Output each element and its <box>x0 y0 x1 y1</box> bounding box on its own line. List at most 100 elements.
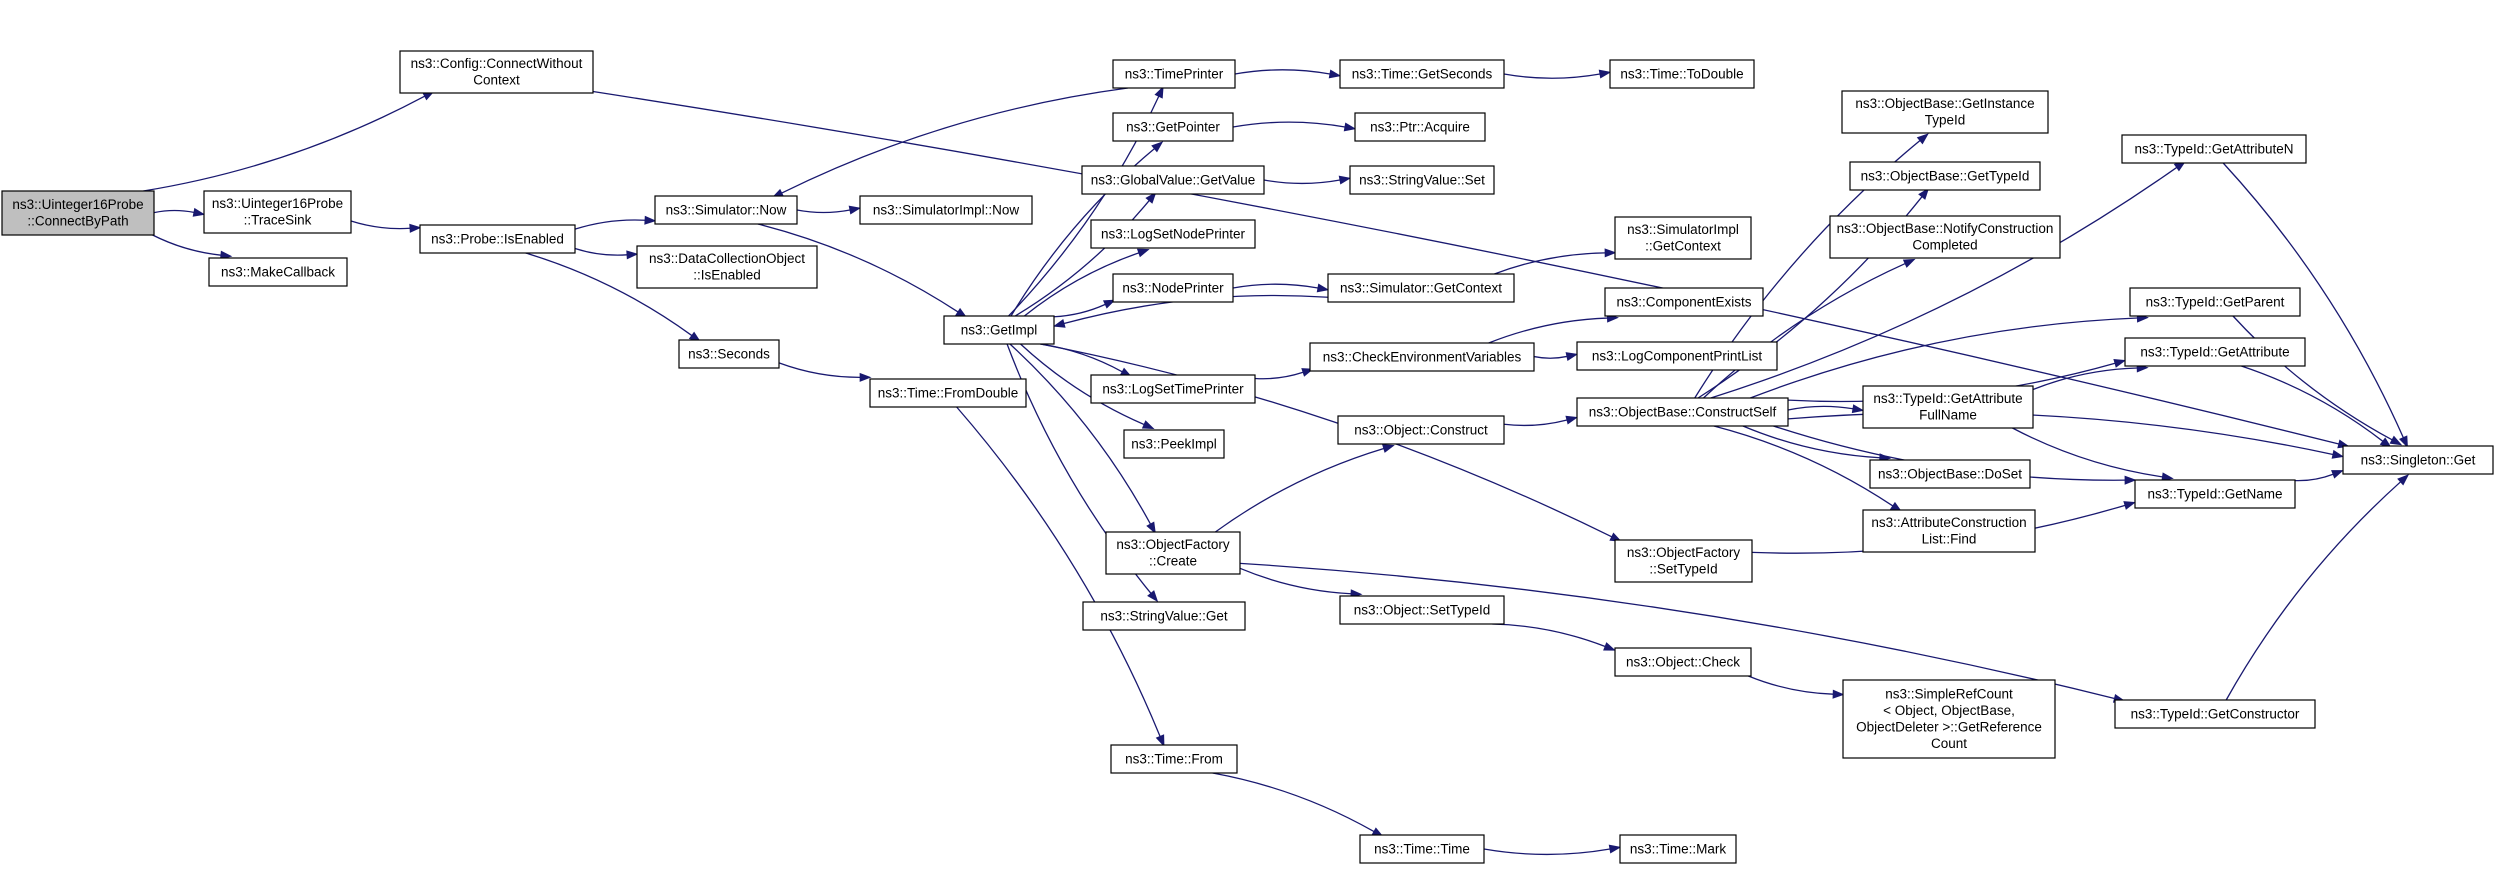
edge-line <box>1748 675 1834 695</box>
call-edge-getimpl-to-peekimpl <box>1020 343 1155 430</box>
arrowhead-icon <box>848 205 862 215</box>
node-logcomponentprintlist[interactable]: ns3::LogComponentPrintList <box>1576 341 1778 371</box>
edge-line <box>1533 355 1568 359</box>
node-simplerefcount[interactable]: ns3::SimpleRefCount< Object, ObjectBase,… <box>1842 679 2056 759</box>
node-singleton-get[interactable]: ns3::Singleton::Get <box>2342 445 2494 475</box>
node-simimplnow[interactable]: ns3::SimulatorImpl::Now <box>859 195 1033 225</box>
node-simnow[interactable]: ns3::Simulator::Now <box>654 195 798 225</box>
call-edge-obj_settypeid-to-obj_check <box>1492 623 1616 651</box>
node-fromdouble[interactable]: ns3::Time::FromDouble <box>869 378 1027 408</box>
node-box <box>1614 647 1752 677</box>
node-peekimpl[interactable]: ns3::PeekImpl <box>1123 429 1225 459</box>
node-box <box>654 195 798 225</box>
arrowhead-icon <box>1154 85 1164 99</box>
edge-line <box>2225 481 2402 701</box>
call-edge-getimpl-to-logsetnodeprinter <box>1023 248 1150 317</box>
node-of-settypeid[interactable]: ns3::ObjectFactory::SetTypeId <box>1614 539 1753 583</box>
node-label: List::Find <box>1922 532 1977 547</box>
node-label: ns3::SimulatorImpl <box>1627 222 1739 237</box>
node-tid-getparent[interactable]: ns3::TypeId::GetParent <box>2129 287 2301 317</box>
node-tid-getattributen[interactable]: ns3::TypeId::GetAttributeN <box>2121 134 2307 164</box>
node-getimpl[interactable]: ns3::GetImpl <box>943 315 1055 345</box>
edge-line <box>1254 371 1304 380</box>
node-dco-isenabled[interactable]: ns3::DataCollectionObject::IsEnabled <box>636 245 818 289</box>
node-label: ns3::TimePrinter <box>1125 66 1224 81</box>
arrowhead-icon <box>644 215 657 225</box>
edge-line <box>574 219 646 230</box>
node-seconds[interactable]: ns3::Seconds <box>678 339 780 369</box>
node-label: ns3::GetPointer <box>1126 119 1220 134</box>
node-box <box>208 257 348 287</box>
call-edge-tid_getattributefullname-to-tid_getattribute <box>2032 363 2149 391</box>
node-label: ns3::Seconds <box>688 346 770 361</box>
node-box <box>1327 273 1515 303</box>
node-label: ns3::Uinteger16Probe <box>12 197 143 212</box>
node-label: < Object, ObjectBase, <box>1883 703 2015 718</box>
node-label: ns3::ObjectFactory <box>1627 545 1741 560</box>
node-gv-getvalue[interactable]: ns3::GlobalValue::GetValue <box>1081 165 1265 195</box>
node-tracesink[interactable]: ns3::Uinteger16Probe::TraceSink <box>203 190 352 234</box>
node-time-time[interactable]: ns3::Time::Time <box>1359 834 1485 864</box>
edge-line <box>143 95 425 192</box>
node-logsettimeprinter[interactable]: ns3::LogSetTimePrinter <box>1090 374 1256 404</box>
node-componentexists[interactable]: ns3::ComponentExists <box>1604 287 1764 317</box>
node-label: ObjectDeleter >::GetReference <box>1856 720 2042 735</box>
node-nodeprinter[interactable]: ns3::NodePrinter <box>1112 273 1234 303</box>
edge-line <box>2241 365 2384 442</box>
node-simimpl-getcontext[interactable]: ns3::SimulatorImpl::GetContext <box>1614 216 1752 260</box>
node-getpointer[interactable]: ns3::GetPointer <box>1112 112 1234 142</box>
node-of-create[interactable]: ns3::ObjectFactory::Create <box>1105 531 1241 575</box>
arrowhead-icon <box>1604 248 1617 258</box>
node-connectbypath[interactable]: ns3::Uinteger16Probe::ConnectByPath <box>1 190 155 236</box>
node-obj-construct[interactable]: ns3::Object::Construct <box>1337 415 1505 445</box>
call-edge-getpointer-to-ptr_acquire <box>1232 121 1357 132</box>
arrowhead-icon <box>1851 404 1865 414</box>
node-sv-get[interactable]: ns3::StringValue::Get <box>1082 601 1246 631</box>
node-time-from[interactable]: ns3::Time::From <box>1110 744 1238 774</box>
node-obj-check[interactable]: ns3::Object::Check <box>1614 647 1752 677</box>
edge-line <box>796 209 851 214</box>
edge-line <box>1040 343 1123 373</box>
call-edge-ob_constructself-to-ob_notifyconstruction <box>1703 258 1916 399</box>
node-makecallback[interactable]: ns3::MakeCallback <box>208 257 348 287</box>
node-ptr-acquire[interactable]: ns3::Ptr::Acquire <box>1354 112 1486 142</box>
node-ob-constructself[interactable]: ns3::ObjectBase::ConstructSelf <box>1576 397 1789 427</box>
node-label: ns3::TypeId::GetParent <box>2146 294 2285 309</box>
node-label: ns3::GetImpl <box>961 322 1038 337</box>
arrowhead-icon <box>2389 435 2403 446</box>
node-label: ns3::SimpleRefCount <box>1885 687 2013 702</box>
node-label: ns3::GlobalValue::GetValue <box>1091 172 1256 187</box>
arrowhead-icon <box>1136 248 1150 258</box>
edge-line <box>1239 567 1352 595</box>
node-todouble[interactable]: ns3::Time::ToDouble <box>1609 59 1755 89</box>
node-box <box>1112 59 1236 89</box>
node-tid-getconstructor[interactable]: ns3::TypeId::GetConstructor <box>2114 699 2316 729</box>
node-ob-notifyconstruction[interactable]: ns3::ObjectBase::NotifyConstructionCompl… <box>1829 215 2061 259</box>
node-getseconds[interactable]: ns3::Time::GetSeconds <box>1339 59 1505 89</box>
node-logsetnodeprinter[interactable]: ns3::LogSetNodePrinter <box>1090 219 1256 249</box>
node-timeprinter[interactable]: ns3::TimePrinter <box>1112 59 1236 89</box>
node-sv-set[interactable]: ns3::StringValue::Set <box>1349 165 1495 195</box>
node-checkenv[interactable]: ns3::CheckEnvironmentVariables <box>1309 342 1535 372</box>
arrowhead-icon <box>2331 449 2345 459</box>
node-box <box>1614 216 1752 260</box>
edge-line <box>757 223 959 313</box>
node-time-mark[interactable]: ns3::Time::Mark <box>1619 834 1737 864</box>
node-isenabled[interactable]: ns3::Probe::IsEnabled <box>419 224 576 254</box>
node-label: ns3::ObjectBase::DoSet <box>1878 466 2022 481</box>
node-sim-getcontext[interactable]: ns3::Simulator::GetContext <box>1327 273 1515 303</box>
node-tid-getattribute[interactable]: ns3::TypeId::GetAttribute <box>2124 337 2306 367</box>
arrowhead-icon <box>626 250 639 260</box>
edge-line <box>1214 447 1384 533</box>
node-obj-settypeid[interactable]: ns3::Object::SetTypeId <box>1339 595 1505 625</box>
node-ob-gettypeid[interactable]: ns3::ObjectBase::GetTypeId <box>1849 161 2041 191</box>
node-label: ns3::Object::Construct <box>1354 422 1488 437</box>
call-edge-connectbypath-to-connectwithoutcontext <box>143 90 435 192</box>
call-edge-tid_getattributen-to-singleton_get <box>2222 162 2408 449</box>
node-tid-getname[interactable]: ns3::TypeId::GetName <box>2134 479 2296 509</box>
node-ob-doset[interactable]: ns3::ObjectBase::DoSet <box>1869 459 2031 489</box>
